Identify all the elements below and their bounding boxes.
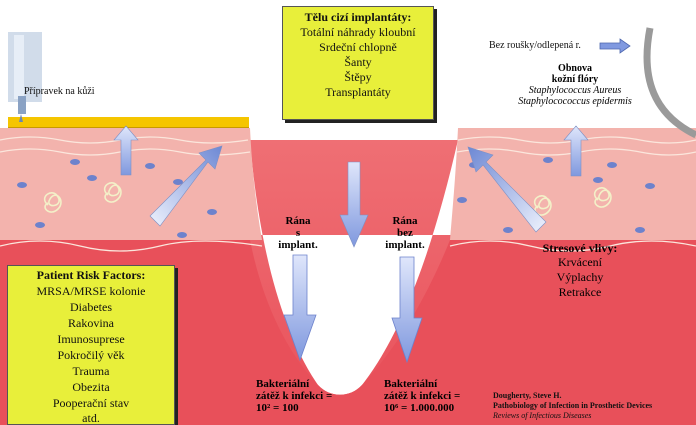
preparation-label: Přípravek na kůži (24, 86, 95, 97)
stress-item: Výplachy (520, 270, 640, 285)
implant-item: Srdeční chlopně (283, 40, 433, 55)
patient-risk-box: Patient Risk Factors: MRSA/MRSE kolonie … (7, 265, 175, 425)
load-line: Bakteriální (256, 378, 332, 390)
reference-title: Pathobiology of Infection in Prosthetic … (493, 401, 693, 411)
implant-item: Transplantáty (283, 85, 433, 100)
risk-item: atd. (8, 411, 174, 425)
wound-label-line: bez (385, 227, 425, 239)
wound-label-line: implant. (385, 239, 425, 251)
load-line: 10² = 100 (256, 402, 332, 414)
load-line: Bakteriální (384, 378, 460, 390)
drape-arrow-icon (600, 39, 630, 53)
wound-label-line: Rána (385, 215, 425, 227)
species-2: Staphylocococcus epidermis (505, 96, 645, 107)
implant-item: Štěpy (283, 70, 433, 85)
load-line: zátěž k infekci = (256, 390, 332, 402)
reference-author: Dougherty, Steve H. (493, 391, 693, 401)
bacterial-load-with-implant: Bakteriální zátěž k infekci = 10² = 100 (256, 378, 332, 414)
species-1: Staphylococcus Aureus (505, 85, 645, 96)
risk-item: MRSA/MRSE kolonie (8, 283, 174, 299)
risk-item: Pooperační stav (8, 395, 174, 411)
wound-without-implant-label: Rána bez implant. (385, 215, 425, 251)
patient-risk-title: Patient Risk Factors: (8, 268, 174, 283)
bacterial-load-without-implant: Bakteriální zátěž k infekci = 10⁶ = 1.00… (384, 378, 460, 414)
drape-curve (647, 28, 696, 135)
wound-label-line: implant. (278, 239, 318, 251)
skin-flora-title-2: kožní flóry (505, 74, 645, 85)
stress-item: Krvácení (520, 255, 640, 270)
reference-journal: Reviews of Infectious Diseases (493, 411, 693, 421)
implant-item: Šanty (283, 55, 433, 70)
implant-item: Totální náhrady kloubní (283, 25, 433, 40)
spray-bottle-icon (8, 32, 42, 122)
drape-label: Bez roušky/odlepená r. (489, 40, 581, 51)
stress-item: Retrakce (520, 285, 640, 300)
stress-factors: Stresové vlivy: Krvácení Výplachy Retrak… (520, 241, 640, 300)
load-line: zátěž k infekci = (384, 390, 460, 402)
wound-with-implant-label: Rána s implant. (278, 215, 318, 251)
risk-item: Imunosuprese (8, 331, 174, 347)
foreign-implants-title: Tělu cizí implantáty: (283, 10, 433, 25)
skin-flora: Obnova kožní flóry Staphylococcus Aureus… (505, 63, 645, 107)
stress-title: Stresové vlivy: (520, 241, 640, 255)
skin-prep-bar (8, 117, 249, 127)
risk-item: Pokročilý věk (8, 347, 174, 363)
reference: Dougherty, Steve H. Pathobiology of Infe… (493, 391, 693, 421)
skin-flora-title-1: Obnova (505, 63, 645, 74)
wound-label-line: s (278, 227, 318, 239)
load-line: 10⁶ = 1.000.000 (384, 402, 460, 414)
wound-label-line: Rána (278, 215, 318, 227)
risk-item: Obezita (8, 379, 174, 395)
risk-item: Rakovina (8, 315, 174, 331)
foreign-implants-box: Tělu cizí implantáty: Totální náhrady kl… (282, 6, 434, 120)
risk-item: Trauma (8, 363, 174, 379)
risk-item: Diabetes (8, 299, 174, 315)
